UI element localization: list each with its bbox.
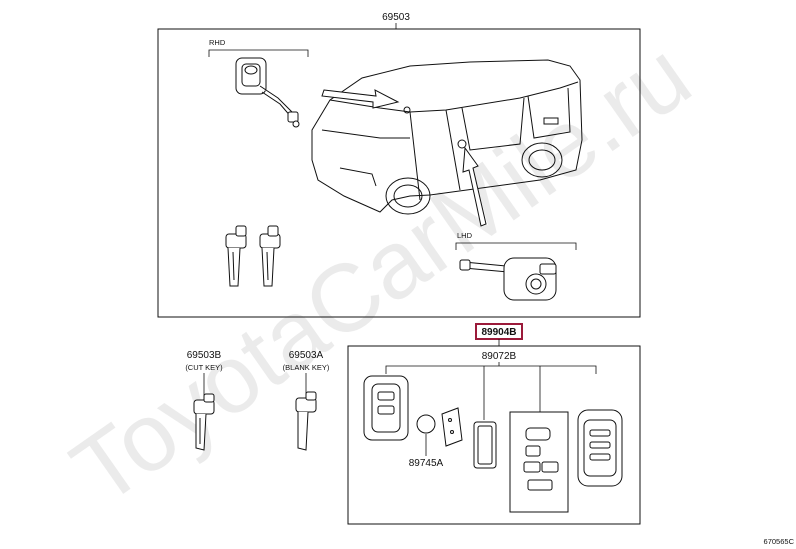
label-89904b[interactable]: 89904B: [481, 327, 516, 338]
note-cut-key: (CUT KEY): [185, 363, 223, 372]
note-blank-key: (BLANK KEY): [283, 363, 330, 372]
label-rhd: RHD: [209, 38, 226, 47]
cut-key-69503b[interactable]: [193, 393, 215, 451]
label-89072b[interactable]: 89072B: [482, 351, 517, 362]
assembly-frame-69503: [157, 28, 641, 318]
label-69503b[interactable]: 69503B: [187, 350, 222, 361]
key-blank-1[interactable]: [225, 225, 247, 287]
transmitter-housing[interactable]: [363, 375, 409, 441]
label-lhd: LHD: [457, 231, 473, 240]
ignition-lock-cylinder-rhd[interactable]: [235, 57, 300, 128]
ignition-lock-cylinder-lhd[interactable]: [459, 257, 557, 301]
battery-89745a[interactable]: [416, 414, 436, 434]
rubber-gasket[interactable]: [473, 421, 497, 469]
pointer-arrow-door: [462, 146, 487, 227]
blank-key-69503a[interactable]: [295, 391, 317, 451]
vehicle-minivan: [311, 59, 583, 215]
label-89745a[interactable]: 89745A: [409, 458, 444, 469]
transmitter-cover[interactable]: [577, 409, 623, 487]
kit-frame-89904b: [347, 345, 641, 525]
button-pad-set[interactable]: [509, 411, 569, 513]
label-69503a[interactable]: 69503A: [289, 350, 324, 361]
label-69503[interactable]: 69503: [382, 12, 410, 23]
pointer-arrow-dash: [321, 89, 400, 109]
key-blank-2[interactable]: [259, 225, 281, 287]
figure-id: 670565C: [764, 537, 795, 546]
circuit-board[interactable]: [441, 407, 463, 447]
